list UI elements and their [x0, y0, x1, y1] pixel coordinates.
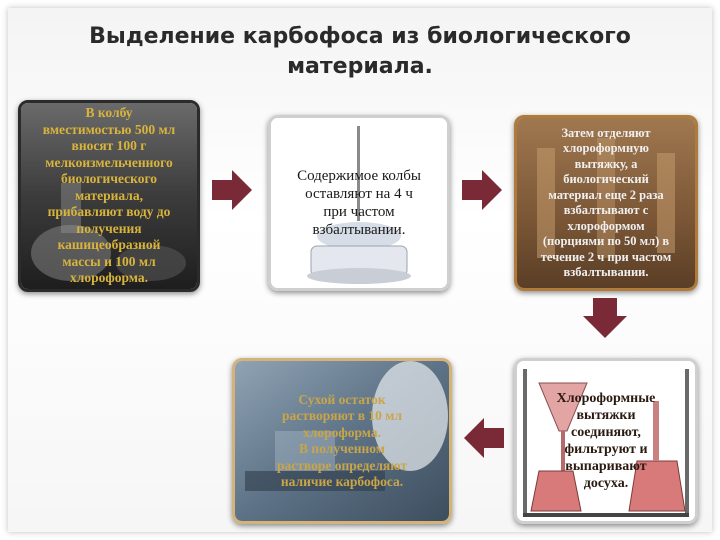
- step-1-line: В колбу: [85, 105, 133, 121]
- step-4-line: выпаривают: [565, 459, 647, 474]
- flask-photo: [21, 103, 197, 289]
- step-4-line: соединяют,: [571, 425, 641, 440]
- step-3-line: вытяжку, а: [574, 156, 638, 171]
- step-3-line: течение 2 ч при частом: [540, 249, 672, 264]
- step-3-line: взбалтывании.: [563, 265, 649, 279]
- step-5-line: хлороформа.: [303, 424, 381, 440]
- arrow-right-icon: [212, 170, 252, 210]
- step-card-5: Сухой остаток растворяют в 10 мл хлорофо…: [232, 358, 452, 524]
- step-card-1: В колбу вместимостью 500 мл вносят 100 г…: [18, 100, 200, 292]
- step-3-line: хлороформную: [563, 141, 649, 155]
- step-2-line: при частом: [323, 204, 395, 220]
- step-3-line: (порциями по 50 мл) в: [542, 234, 670, 248]
- step-5-line: растворяют в 10 мл: [281, 408, 403, 423]
- step-1-line: хлороформа.: [70, 270, 148, 286]
- step-card-3: Затем отделяют хлороформную вытяжку, а б…: [514, 115, 698, 291]
- arrow-left-icon: [464, 418, 504, 458]
- step-1-line: вместимостью 500 мл: [42, 121, 176, 137]
- step-5-line: наличие карбофоса.: [280, 474, 404, 489]
- step-4-line: Хлороформные: [556, 391, 656, 406]
- step-5-line: Сухой остаток: [298, 391, 386, 407]
- step-1-line: материала,: [75, 187, 143, 203]
- step-4-line: досуха.: [583, 476, 629, 491]
- title-line-2: материала.: [287, 54, 433, 79]
- step-2-line: Содержимое колбы: [297, 168, 421, 184]
- step-4-line: фильтруют и: [564, 442, 648, 457]
- title-line-1: Выделение карбофоса из биологического: [89, 24, 631, 49]
- step-5-text: Сухой остаток растворяют в 10 мл хлорофо…: [241, 361, 443, 521]
- step-2-line: оставляют на 4 ч: [305, 186, 413, 202]
- step-1-line: массы и 100 мл: [62, 253, 156, 269]
- step-3-line: материал еще 2 раза: [548, 187, 664, 202]
- step-card-4: Хлороформные вытяжки соединяют, фильтрую…: [514, 358, 698, 524]
- step-2-line: взбалтывании.: [312, 222, 406, 238]
- step-5-line: растворе определяют: [276, 457, 408, 473]
- step-1-line: кашицеобразной: [57, 237, 161, 253]
- step-4-line: вытяжки: [576, 408, 636, 423]
- step-5-line: В полученном: [299, 441, 385, 456]
- step-card-2: Содержимое колбы оставляют на 4 ч при ча…: [268, 115, 450, 291]
- step-1-line: вносят 100 г: [71, 138, 147, 154]
- step-2-text: Содержимое колбы оставляют на 4 ч при ча…: [277, 118, 441, 288]
- step-3-text: Затем отделяют хлороформную вытяжку, а б…: [523, 118, 689, 288]
- stirrer-photo: [271, 118, 447, 288]
- flask-rack-photo: [517, 118, 695, 288]
- step-3-line: Затем отделяют: [561, 125, 651, 140]
- step-3-line: взбалтывают с: [563, 203, 649, 217]
- step-3-line: биологический: [563, 172, 649, 186]
- step-4-text: Хлороформные вытяжки соединяют, фильтрую…: [523, 361, 689, 521]
- filtration-photo: [517, 361, 695, 521]
- step-1-line: получения: [76, 220, 142, 236]
- arrow-right-icon: [462, 170, 502, 210]
- slide-title: Выделение карбофоса из биологического ма…: [40, 22, 680, 82]
- step-3-line: хлороформом: [567, 218, 645, 233]
- arrow-down-icon: [583, 298, 627, 338]
- step-1-line: мелкоизмельченного: [45, 154, 173, 170]
- step-1-line: прибавляют воду до: [47, 204, 171, 220]
- step-1-line: биологического: [61, 171, 157, 187]
- step-1-text: В колбу вместимостью 500 мл вносят 100 г…: [27, 103, 191, 289]
- lab-analysis-photo: [235, 361, 449, 521]
